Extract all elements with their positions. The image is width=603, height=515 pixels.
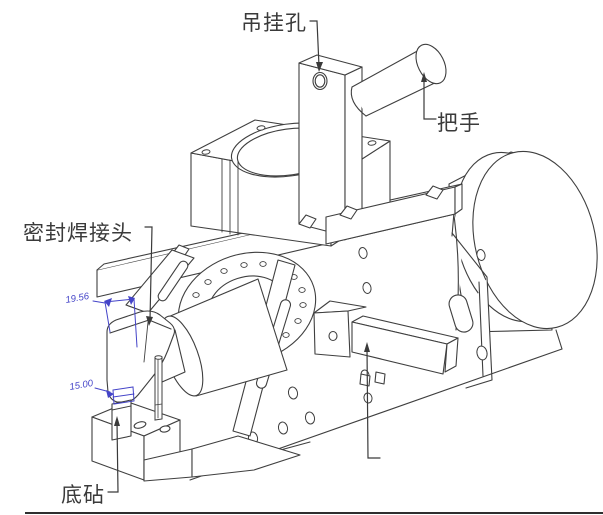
bar-foot <box>374 371 386 385</box>
side-plate-cutout <box>448 294 474 333</box>
label-hanging-hole: 吊挂孔 <box>241 12 307 35</box>
dimension-19-56: 19.56 <box>65 291 138 348</box>
bar-end <box>444 337 459 373</box>
clamp-tab <box>425 185 444 200</box>
transducer-cylinder <box>448 150 598 333</box>
leader-hanging-hole <box>309 20 320 67</box>
guide-pin <box>154 355 163 421</box>
label-handle: 把手 <box>437 112 481 135</box>
anvil-post <box>111 399 132 441</box>
handle <box>350 43 447 117</box>
clamp-tab <box>298 214 317 229</box>
dim-gap: 15.00 <box>69 378 95 393</box>
leader-lines <box>107 20 437 493</box>
clamp-tab <box>339 205 358 220</box>
lifting-plate <box>298 54 363 237</box>
leader-weld-head <box>144 226 153 321</box>
leader-arrowheads <box>114 62 427 426</box>
bar-front <box>351 321 448 375</box>
bar-foot <box>359 373 371 387</box>
leader-unlabeled <box>366 347 381 459</box>
leader-handle <box>423 77 437 120</box>
dimension-15-00: 15.00 <box>69 378 135 405</box>
left-gusset <box>125 249 195 314</box>
block-hole <box>328 330 338 342</box>
left-gusset-slot <box>157 260 189 302</box>
dim-head-width: 19.56 <box>65 291 91 306</box>
clamp-block-bar <box>313 300 459 387</box>
leader-bottom-anvil <box>107 421 119 493</box>
weld-head <box>106 310 176 403</box>
label-sealed-weld-head: 密封焊接头 <box>23 222 133 245</box>
label-bottom-anvil: 底砧 <box>61 484 105 507</box>
